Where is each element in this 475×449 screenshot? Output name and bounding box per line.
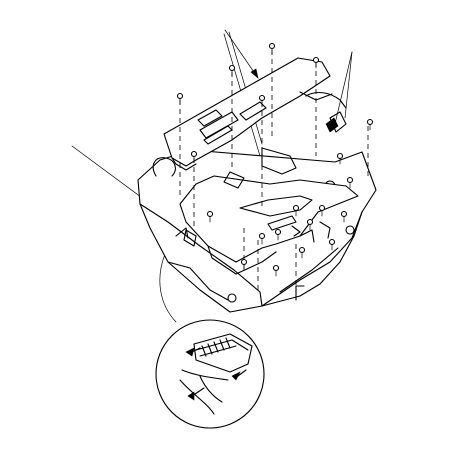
detail-connector-pins [201,337,231,357]
upper-board-ic [199,111,239,139]
detail-arrow-stem [191,347,201,353]
upper-board-ic [197,109,223,127]
detail-pull-arrow-stem [191,387,205,397]
cable-clip-body [325,117,339,133]
lower-board-chip [267,215,297,231]
lower-board-connector [223,171,245,189]
detail-pull-arrow-icon [187,391,195,401]
chassis-tab [299,229,315,243]
chassis-inner-edge [167,261,229,301]
chassis-tab [319,221,331,239]
detail-connector-ridge [195,339,249,351]
detail-arrow-stem [237,369,247,377]
chassis-cable-loop [152,157,176,177]
detail-circle [155,319,265,429]
screw-icon [306,218,314,231]
detail-ribbon-edge [199,375,223,403]
screw-icon [312,56,320,69]
screw-icon [272,264,280,277]
lower-board-chip [239,195,313,217]
upper-board [163,57,333,171]
screw-icon [268,42,276,55]
chassis-front-edge [139,203,263,307]
assembly-lines [179,50,369,292]
chassis-tab [175,227,189,239]
leader-line-cable-clip-left [333,51,353,129]
detail-ribbon-edge [181,369,229,381]
screw-icon [258,232,266,245]
connector-detail [155,319,265,429]
screw-icon [298,246,306,259]
chassis-tab [183,229,197,247]
chassis-right-edge [261,211,363,307]
lower-board [179,147,359,275]
screw-icon [176,92,184,105]
screw-icon [258,94,266,107]
lower-board-bracket [261,147,297,175]
screws [176,42,374,277]
screw-icon [318,204,326,217]
chassis-boss [227,293,237,303]
leader-line-cable-clip-right [344,51,353,119]
screw-icon [340,210,348,223]
leader-line-detail [159,253,177,323]
screw-icon [346,176,354,189]
arrow-head [250,68,259,79]
chassis-boss [345,225,355,235]
chassis-step [279,247,339,293]
lower-board-feature [291,225,301,237]
chassis-rib [295,285,305,301]
screw-icon [328,238,336,251]
screw-icon [274,228,282,241]
upper-board-edge [171,157,197,171]
screw-icon [336,152,344,165]
screw-icon [206,210,214,223]
lower-board-outline [179,175,359,263]
upper-board-outline [163,57,331,167]
detail-ribbon-edge [179,379,215,415]
screw-icon [190,150,198,163]
ribbon-cable [305,91,347,133]
screw-icon [228,64,236,77]
screw-icon [292,204,300,217]
screw-icon [240,258,248,271]
upper-board-ic [239,101,267,121]
ribbon-cable-path [305,91,347,109]
lower-board-edge [207,245,277,275]
screw-icon [366,118,374,131]
